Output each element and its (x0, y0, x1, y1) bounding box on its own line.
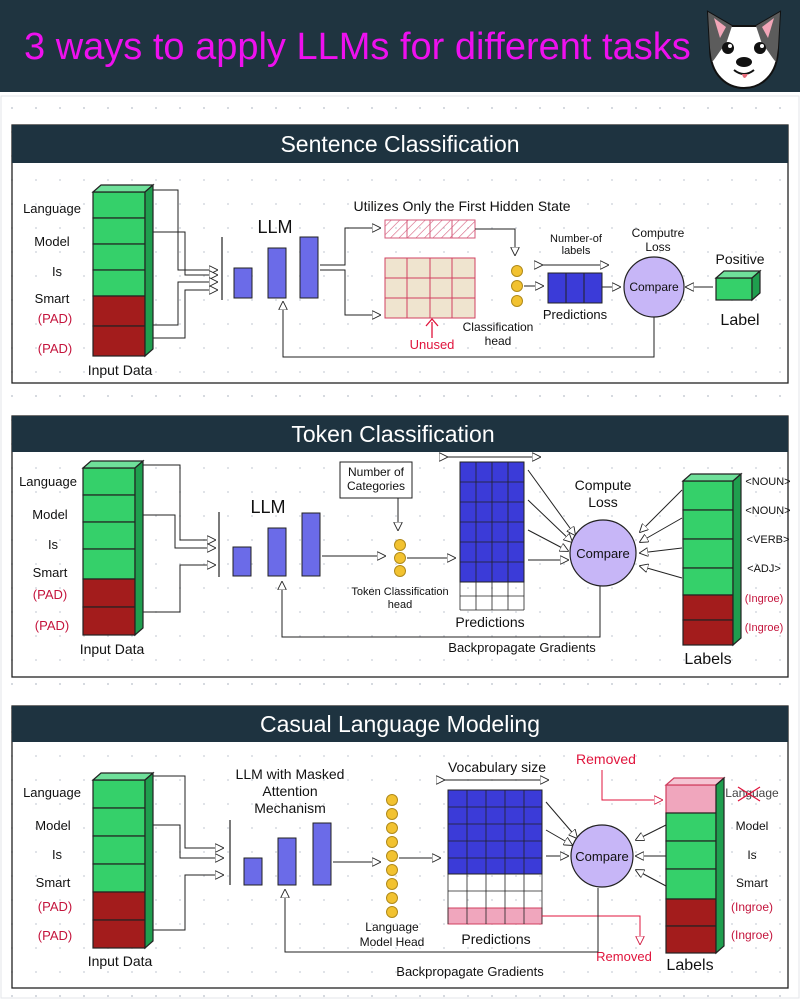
removed-label-top: Removed (576, 751, 636, 767)
token-label: Model (32, 507, 68, 522)
target-token: (Ingroe) (731, 900, 773, 914)
input-data-label: Input Data (88, 953, 153, 969)
target-token: Is (747, 848, 756, 862)
classification-head-neurons (511, 265, 523, 307)
section-token-classification: Token Classification Language Model Is S… (11, 415, 791, 678)
input-connectors (153, 189, 217, 339)
token-label: Language (23, 785, 81, 800)
categories-box (339, 461, 413, 499)
target-tag: <ADJ> (747, 563, 781, 575)
backprop-label: Backpropagate Gradients (448, 640, 596, 655)
lm-head-neurons (386, 794, 398, 918)
diagram-canvas: Sentence Classification Language Model I… (0, 95, 800, 999)
dog-logo (706, 10, 782, 90)
token-label: Smart (33, 565, 68, 580)
vocab-label: Vocabulary size (448, 759, 546, 775)
prediction-grid (459, 461, 525, 611)
output-value: Positive (715, 251, 764, 267)
predictions-label: Predictions (543, 307, 608, 322)
target-token: Model (736, 819, 769, 833)
token-label: (PAD) (33, 587, 67, 602)
token-label: (PAD) (38, 341, 72, 356)
llm-bars (232, 512, 321, 577)
token-head-neurons (394, 539, 406, 577)
backprop-arrow (283, 302, 655, 358)
input-token-stack (91, 183, 155, 358)
header-bar: 3 ways to apply LLMs for different tasks (0, 0, 800, 92)
removed-label-bottom: Removed (596, 949, 652, 964)
predictions-label: Predictions (461, 931, 530, 947)
token-label: Smart (35, 291, 70, 306)
labels-label: Labels (684, 651, 731, 668)
section-title: Sentence Classification (280, 131, 519, 157)
label-block (714, 269, 762, 302)
target-tag: <VERB> (747, 534, 790, 546)
target-token-removed: Language (725, 786, 779, 800)
target-tag: (Ingroe) (745, 593, 784, 605)
prediction-vector (547, 272, 603, 304)
token-label: Model (34, 234, 70, 249)
compare-label: Compare (629, 280, 679, 294)
target-token: Smart (736, 876, 769, 890)
llm-bars (233, 236, 319, 299)
token-label: Language (19, 474, 77, 489)
token-label: (PAD) (38, 899, 72, 914)
strike-mark (737, 786, 761, 802)
input-token-stack (91, 771, 155, 950)
target-tag: <NOUN> (745, 505, 790, 517)
unused-hidden-states (384, 257, 476, 319)
hidden-state-note: Utilizes Only the First Hidden State (353, 198, 570, 214)
input-data-label: Input Data (88, 362, 153, 378)
token-label: (PAD) (38, 311, 72, 326)
token-label: Is (52, 264, 63, 279)
input-data-label: Input Data (80, 641, 145, 657)
labels-label: Labels (666, 957, 713, 974)
section-sentence-classification: Sentence Classification Language Model I… (11, 124, 789, 384)
input-connectors (143, 464, 215, 613)
target-tag: (Ingroe) (745, 622, 784, 634)
token-label: Language (23, 201, 81, 216)
token-label: (PAD) (38, 928, 72, 943)
input-connectors (153, 775, 223, 931)
token-label: Is (48, 537, 59, 552)
target-token: (Ingroe) (731, 928, 773, 942)
target-label-stack (681, 472, 743, 647)
token-label: Is (52, 847, 63, 862)
token-label: Smart (36, 875, 71, 890)
section-title: Casual Language Modeling (260, 711, 540, 737)
compare-node (569, 519, 637, 587)
output-label: Label (720, 312, 759, 329)
llm-bars (243, 822, 332, 886)
compare-label: Compare (575, 849, 628, 864)
target-tag: <NOUN> (745, 476, 790, 488)
section-causal-language-modeling: Casual Language Modeling Language Model … (11, 705, 789, 989)
llm-label: LLM (250, 497, 285, 517)
input-token-stack (81, 459, 145, 637)
backprop-arrow (282, 582, 601, 638)
backprop-label: Backpropagate Gradients (396, 964, 544, 979)
vocab-prediction-grid (447, 789, 543, 925)
backprop-arrow (285, 888, 599, 953)
target-token-stack (664, 776, 726, 955)
predictions-label: Predictions (455, 614, 524, 630)
llm-label: LLM (257, 217, 292, 237)
unused-label: Unused (410, 337, 455, 352)
compare-node (570, 824, 634, 888)
first-hidden-state (384, 219, 476, 239)
compare-label: Compare (576, 546, 629, 561)
section-title: Token Classification (291, 421, 494, 447)
token-label: Model (35, 818, 71, 833)
token-label: (PAD) (35, 618, 69, 633)
page-title: 3 ways to apply LLMs for different tasks (24, 26, 691, 68)
